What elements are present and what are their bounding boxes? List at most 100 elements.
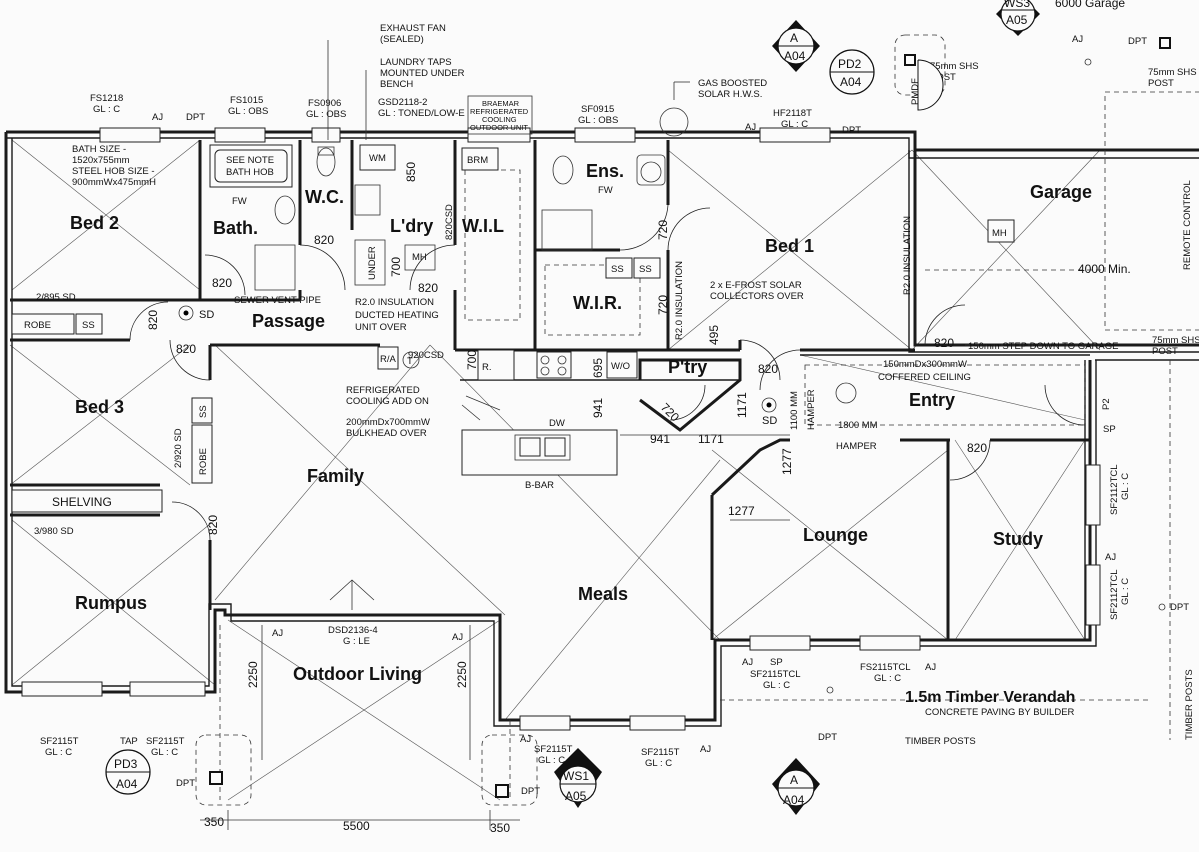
svg-text:GL : C: GL : C (874, 673, 901, 684)
svg-text:AJ: AJ (520, 734, 531, 745)
svg-text:820CSD: 820CSD (444, 204, 455, 240)
svg-text:COLLECTORS OVER: COLLECTORS OVER (710, 291, 804, 302)
svg-text:TIMBER POSTS: TIMBER POSTS (1184, 669, 1195, 740)
svg-text:GL : C: GL : C (93, 104, 120, 115)
doors (129, 204, 1086, 541)
svg-text:COFFERED CEILING: COFFERED CEILING (878, 372, 971, 383)
svg-text:(SEALED): (SEALED) (380, 34, 424, 45)
robe-label: ROBE (24, 320, 51, 331)
svg-text:2/895 SD: 2/895 SD (36, 292, 76, 303)
svg-text:700: 700 (465, 350, 479, 370)
svg-text:DSD2136-4: DSD2136-4 (328, 625, 378, 636)
room-rumpus: Rumpus (75, 593, 147, 613)
marker-ws3: WS3 A05 (996, 0, 1040, 36)
ceiling-diagonals (9, 139, 1101, 801)
svg-text:A: A (790, 773, 798, 787)
svg-text:REFRIGERATED: REFRIGERATED (346, 385, 420, 396)
svg-text:TIMBER POSTS: TIMBER POSTS (905, 736, 976, 747)
svg-text:FW: FW (232, 196, 247, 207)
shelving-label: SHELVING (52, 495, 112, 509)
room-verandah: 1.5m Timber Verandah (905, 689, 1075, 706)
svg-text:2250: 2250 (246, 661, 260, 688)
marker-a-top: A A04 (772, 20, 820, 72)
svg-text:SEWER VENT PIPE: SEWER VENT PIPE (234, 295, 321, 306)
svg-text:820: 820 (206, 515, 220, 535)
svg-text:POST: POST (1152, 346, 1178, 357)
svg-text:FS2115TCL: FS2115TCL (860, 662, 911, 673)
svg-text:820: 820 (934, 336, 954, 350)
room-passage: Passage (252, 311, 325, 331)
svg-text:SF2115T: SF2115T (146, 736, 185, 747)
svg-text:GL : C: GL : C (538, 755, 565, 766)
svg-text:GL : C: GL : C (45, 747, 72, 758)
svg-text:3/980 SD: 3/980 SD (34, 526, 74, 537)
svg-text:820: 820 (758, 362, 778, 376)
svg-text:695: 695 (591, 358, 605, 378)
svg-text:AJ: AJ (272, 628, 283, 639)
svg-text:EXHAUST FAN: EXHAUST FAN (380, 23, 446, 34)
svg-text:2 x E-FROST SOLAR: 2 x E-FROST SOLAR (710, 280, 802, 291)
svg-text:350: 350 (204, 815, 224, 829)
fixtures: SEE NOTE BATH HOB WM UNDER MH BRM SS SS … (11, 107, 1015, 513)
wm-label: WM (369, 153, 386, 164)
svg-text:BATH HOB: BATH HOB (226, 167, 274, 178)
svg-text:1171: 1171 (735, 392, 749, 418)
svg-text:FS1218: FS1218 (90, 93, 123, 104)
svg-text:GAS BOOSTED: GAS BOOSTED (698, 78, 767, 89)
svg-text:820: 820 (418, 281, 438, 295)
svg-text:BENCH: BENCH (380, 79, 413, 90)
svg-text:GL : C: GL : C (645, 758, 672, 769)
svg-text:HAMPER: HAMPER (836, 441, 877, 452)
wir-ss-1: SS (611, 264, 624, 275)
svg-text:SF2115T: SF2115T (40, 736, 79, 747)
room-wc: W.C. (305, 187, 344, 207)
svg-text:A05: A05 (1006, 13, 1028, 27)
walls (4, 130, 1199, 727)
svg-text:AJ: AJ (152, 112, 163, 123)
svg-text:GL : C: GL : C (781, 119, 808, 130)
svg-text:COOLING: COOLING (482, 115, 517, 124)
svg-text:GL : OBS: GL : OBS (306, 109, 346, 120)
svg-text:GL : C: GL : C (763, 680, 790, 691)
room-pantry: P'try (668, 357, 707, 377)
svg-text:A04: A04 (116, 777, 138, 791)
svg-text:AJ: AJ (1105, 552, 1116, 563)
svg-text:B-BAR: B-BAR (525, 480, 554, 491)
svg-text:SP: SP (1103, 424, 1116, 435)
svg-text:FS0906: FS0906 (308, 98, 341, 109)
svg-text:920CSD: 920CSD (408, 350, 444, 361)
room-entry: Entry (909, 390, 955, 410)
svg-text:FW: FW (598, 185, 613, 196)
svg-text:820: 820 (146, 310, 160, 330)
svg-text:DPT: DPT (176, 778, 195, 789)
svg-text:SD: SD (762, 415, 777, 427)
svg-text:DPT: DPT (1128, 36, 1147, 47)
svg-text:GSD2118-2: GSD2118-2 (378, 97, 427, 108)
svg-text:A05: A05 (565, 789, 587, 803)
svg-text:R2.0 INSULATION: R2.0 INSULATION (355, 297, 434, 308)
room-bed1: Bed 1 (765, 236, 814, 256)
posts (209, 37, 1171, 798)
ss-label: SS (82, 320, 95, 331)
svg-text:MOUNTED UNDER: MOUNTED UNDER (380, 68, 465, 79)
svg-text:75mm SHS: 75mm SHS (1152, 335, 1199, 346)
svg-text:941: 941 (591, 398, 605, 418)
svg-text:820: 820 (212, 276, 232, 290)
svg-text:AJ: AJ (700, 744, 711, 755)
svg-text:UNIT OVER: UNIT OVER (355, 322, 407, 333)
svg-text:GL : OBS: GL : OBS (228, 106, 268, 117)
notes: EXHAUST FAN (SEALED) LAUNDRY TAPS MOUNTE… (34, 23, 1199, 747)
svg-text:495: 495 (707, 325, 721, 345)
ra-label: R/A (380, 354, 397, 365)
svg-text:LAUNDRY TAPS: LAUNDRY TAPS (380, 57, 452, 68)
svg-text:SP: SP (770, 657, 783, 668)
svg-text:DPT: DPT (1170, 602, 1189, 613)
svg-text:720: 720 (656, 295, 670, 315)
wo-label: W/O (611, 361, 630, 372)
room-ens: Ens. (586, 161, 624, 181)
svg-text:PMDF: PMDF (910, 78, 921, 105)
svg-text:SF2115T: SF2115T (534, 744, 573, 755)
svg-text:820: 820 (314, 233, 334, 247)
svg-text:COOLING ADD ON: COOLING ADD ON (346, 396, 429, 407)
svg-text:R2.0 INSULATION: R2.0 INSULATION (902, 216, 913, 295)
